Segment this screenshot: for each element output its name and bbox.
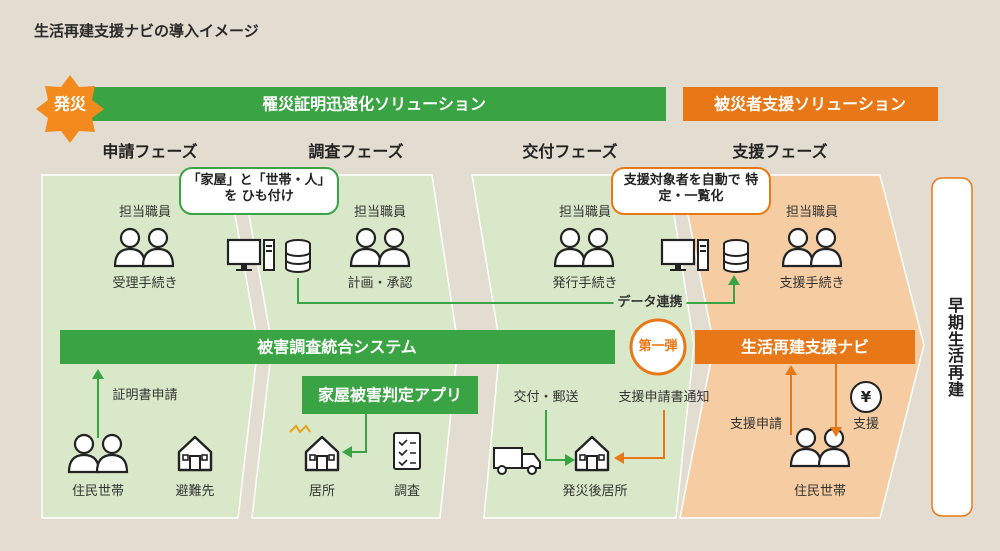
- callout-auto: 支援対象者を自動で 特定・一覧化: [623, 173, 759, 204]
- task-receive: 受理手続き: [112, 276, 178, 291]
- staff-label-4: 担当職員: [785, 205, 839, 220]
- orange-bar-label: 被災者支援ソリューション: [714, 94, 906, 114]
- residence-label: 居所: [308, 484, 336, 499]
- final-goal: 早期生活再建: [947, 296, 964, 399]
- truck-icon: [493, 447, 523, 469]
- task-issue: 発行手続き: [552, 276, 618, 291]
- database-icon-2: [723, 239, 749, 273]
- notice-label: 支援申請書通知: [618, 390, 710, 405]
- page-title: 生活再建支援ナビの導入イメージ: [34, 22, 259, 40]
- evac-label: 避難先: [175, 484, 215, 499]
- post-residence-label: 発災後居所: [562, 484, 628, 499]
- orange-bar: [683, 87, 938, 121]
- survey-label: 調査: [393, 484, 421, 499]
- damage-marks-icon: [289, 424, 311, 434]
- support-request-label: 支援申請: [729, 417, 783, 432]
- final-box: [931, 177, 973, 517]
- phase-issue: 交付フェーズ: [522, 142, 618, 161]
- task-plan: 計画・承認: [347, 276, 413, 291]
- staff-label-1: 担当職員: [118, 205, 172, 220]
- staff-label-2: 担当職員: [353, 205, 407, 220]
- navi-bar-label: 生活再建支援ナビ: [740, 337, 870, 357]
- green-bar-label: 罹災証明迅速化ソリューション: [262, 94, 486, 114]
- database-icon-1: [285, 239, 311, 273]
- staff-label-3: 担当職員: [558, 205, 612, 220]
- support-label: 支援: [852, 417, 880, 432]
- app-bar-label: 家屋被害判定アプリ: [317, 385, 463, 405]
- app-bar: [302, 376, 478, 414]
- callout-link: 「家屋」と「世帯・人」を ひも付け: [187, 173, 331, 204]
- yen-icon: [850, 381, 882, 413]
- system-bar: [60, 330, 615, 364]
- burst-label: 発災: [53, 94, 87, 114]
- burst-shape: [36, 75, 104, 143]
- phase-apply: 申請フェーズ: [102, 142, 198, 161]
- residents2-label: 住民世帯: [793, 484, 847, 499]
- callout-auto-box: [611, 167, 771, 215]
- yen-symbol: ¥: [860, 388, 872, 406]
- phase-support: 支援フェーズ: [732, 142, 828, 161]
- first-badge: 第一弾: [638, 339, 678, 355]
- callout-link-box: [179, 167, 339, 215]
- delivery-label: 交付・郵送: [513, 390, 579, 405]
- first-badge-circle: [629, 318, 687, 376]
- phase-survey: 調査フェーズ: [308, 142, 404, 161]
- system-bar-label: 被害調査統合システム: [257, 337, 417, 357]
- residents-label: 住民世帯: [71, 484, 125, 499]
- data-link-label: データ連携: [613, 295, 687, 311]
- cert-request-label: 証明書申請: [112, 388, 178, 403]
- task-support: 支援手続き: [779, 276, 845, 291]
- green-bar: [82, 87, 666, 121]
- navi-bar: [695, 330, 915, 364]
